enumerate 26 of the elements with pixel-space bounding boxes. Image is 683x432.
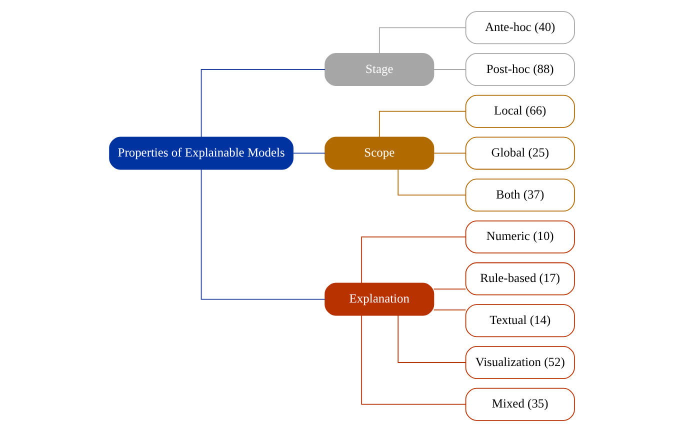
connector [432,69,466,70]
node-box: Global (25) [464,136,574,170]
node-box: Scope [324,136,434,170]
connector [432,288,466,290]
connector [360,236,466,284]
connector [292,152,325,154]
node-box: Rule-based (17) [464,262,574,296]
node-box: Textual (14) [464,304,574,338]
node-box: Local (66) [464,94,574,128]
connector [397,315,466,363]
node-box: Mixed (35) [464,388,574,421]
node-box: Numeric (10) [464,220,574,254]
node-box: Both (37) [464,178,574,212]
connector [200,168,325,300]
node-box: Ante-hoc (40) [464,11,574,44]
node-box: Post-hoc (88) [464,53,574,86]
node-box: Stage [324,53,434,86]
connector [200,69,325,138]
node-box: Explanation [324,282,434,316]
connector [397,168,466,196]
node-box: Visualization (52) [464,346,574,379]
connector [432,152,466,154]
connector [378,27,466,54]
connector [378,110,466,138]
connector [360,315,466,405]
node-box: Properties of Explainable Models [108,136,293,170]
